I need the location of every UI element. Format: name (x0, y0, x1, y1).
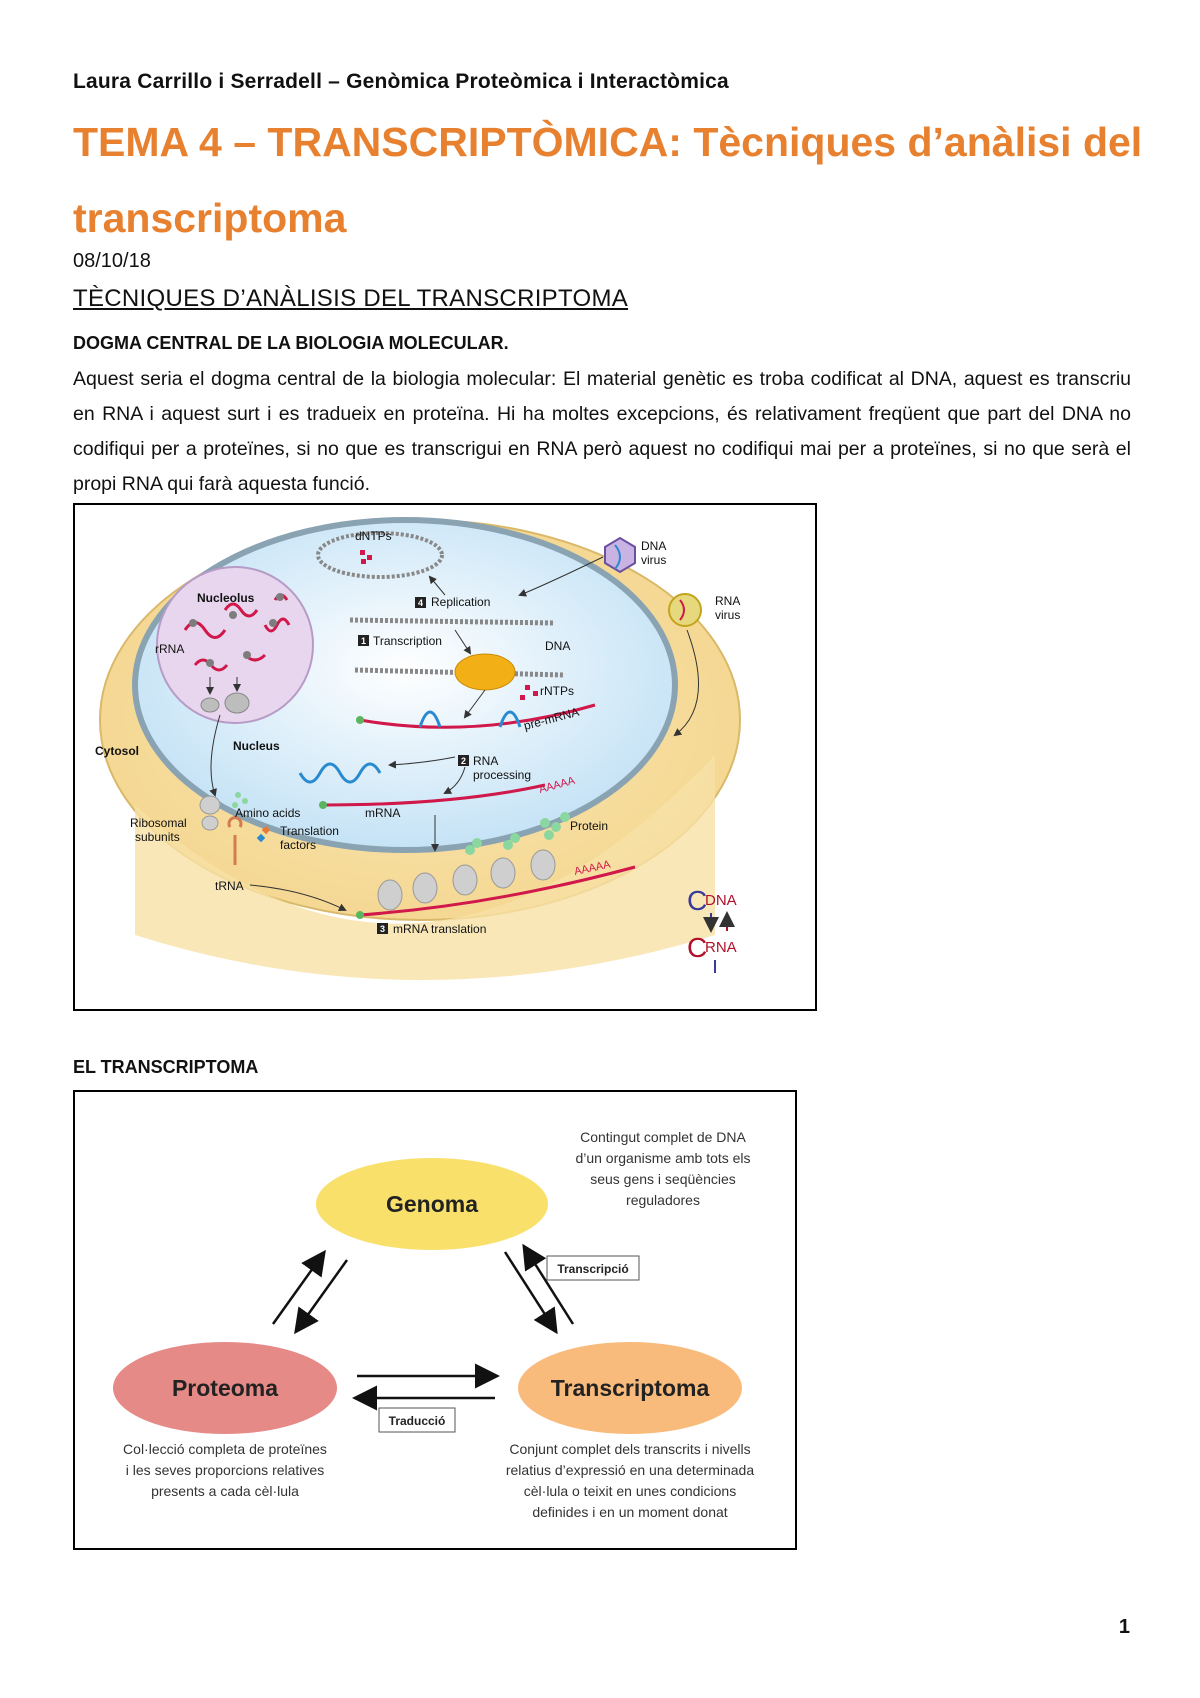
transcriptome-figure: Genoma Proteoma Transcriptoma Transcripc… (73, 1090, 797, 1550)
label-trna: tRNA (215, 879, 244, 893)
label-mrna: mRNA (365, 806, 400, 820)
transcriptoma-ellipse (518, 1342, 742, 1434)
cell-diagram: 4 1 2 3 dNTPs Replication Transcription … (95, 517, 741, 980)
subheading-dogma: DOGMA CENTRAL DE LA BIOLOGIA MOLECULAR. (73, 333, 509, 353)
step-4-box (415, 597, 426, 608)
label-amino-acids: Amino acids (235, 806, 300, 820)
genoma-desc-1: Contingut complet de DNA (580, 1129, 746, 1145)
label-rna: RNA (473, 754, 498, 768)
label-dna-virus-2: virus (641, 553, 666, 567)
proteoma-desc-2: i les seves proporcions relatives (126, 1462, 324, 1478)
page-number: 1 (1118, 1616, 1130, 1638)
label-subunits: subunits (135, 830, 180, 844)
transcripcio-label: Transcripció (557, 1262, 628, 1276)
traduccio-label: Traducció (389, 1414, 446, 1428)
label-translation: Translation (280, 824, 339, 838)
page-title: TEMA 4 – TRANSCRIPTÒMICA: Tècniques d’an… (73, 119, 1143, 241)
section-heading: TÈCNIQUES D’ANÀLISIS DEL TRANSCRIPTOMA (73, 285, 629, 312)
proteoma-label: Proteoma (172, 1375, 278, 1401)
nucleolus-shape (156, 566, 314, 724)
proteoma-ellipse (113, 1342, 337, 1434)
label-mrna-translation: mRNA translation (393, 922, 486, 936)
corner-rna: RNA (705, 939, 737, 956)
label-transcription: Transcription (373, 634, 442, 648)
step-4-number: 4 (418, 598, 423, 608)
transcripcio-box (546, 1255, 640, 1281)
label-rntps: rNTPs (540, 684, 574, 698)
label-processing: processing (473, 768, 531, 782)
label-ribosomal: Ribosomal (130, 816, 187, 830)
paragraph-dogma: Aquest seria el dogma central de la biol… (73, 368, 1131, 495)
step-3-number: 3 (380, 924, 385, 934)
transcriptoma-desc-4: definides i en un moment donat (532, 1504, 727, 1520)
transcriptoma-desc-2: relatius d’expressió en una determinada (506, 1462, 754, 1478)
dna-rna-corner-mark: C DNA C RNA (687, 885, 737, 973)
date: 08/10/18 (73, 250, 151, 272)
step-1-number: 1 (361, 636, 366, 646)
genoma-desc-2: d’un organisme amb tots els (575, 1150, 750, 1166)
step-2-number: 2 (461, 756, 466, 766)
transcriptoma-desc-3: cèl·lula o teixit en unes condicions (524, 1483, 736, 1499)
omics-diagram: Genoma Proteoma Transcriptoma Transcripc… (113, 1129, 754, 1520)
step-1-box (358, 635, 369, 646)
corner-c-rna: C (687, 932, 707, 963)
proteoma-desc-3: presents a cada cèl·lula (151, 1483, 299, 1499)
corner-c-dna: C (687, 885, 707, 916)
step-3-box (377, 923, 388, 934)
label-rna-virus: RNA (715, 594, 740, 608)
proteoma-desc-1: Col·lecció completa de proteïnes (123, 1441, 327, 1457)
transcriptome-heading: EL TRANSCRIPTOMA (73, 1057, 259, 1077)
label-rna-virus-2: virus (715, 608, 740, 622)
label-factors: factors (280, 838, 316, 852)
traduccio-box (378, 1407, 456, 1433)
label-dna: DNA (545, 639, 570, 653)
genoma-ellipse (316, 1158, 548, 1250)
label-replication: Replication (431, 595, 490, 609)
label-nucleolus: Nucleolus (197, 591, 255, 605)
corner-dna: DNA (705, 892, 737, 909)
genoma-label: Genoma (386, 1191, 478, 1217)
transcriptoma-desc-1: Conjunt complet dels transcrits i nivell… (509, 1441, 750, 1457)
label-dntps: dNTPs (355, 529, 392, 543)
label-cytosol: Cytosol (95, 744, 139, 758)
genoma-desc-4: reguladores (626, 1192, 700, 1208)
step-2-box (458, 755, 469, 766)
label-nucleus: Nucleus (233, 739, 280, 753)
transcriptoma-label: Transcriptoma (551, 1375, 710, 1401)
author-line: Laura Carrillo i Serradell – Genòmica Pr… (73, 70, 729, 93)
genoma-desc-3: seus gens i seqüències (590, 1171, 736, 1187)
central-dogma-figure: 4 1 2 3 dNTPs Replication Transcription … (73, 503, 817, 1011)
label-rrna: rRNA (155, 642, 184, 656)
label-protein: Protein (570, 819, 608, 833)
label-dna-virus: DNA (641, 539, 666, 553)
